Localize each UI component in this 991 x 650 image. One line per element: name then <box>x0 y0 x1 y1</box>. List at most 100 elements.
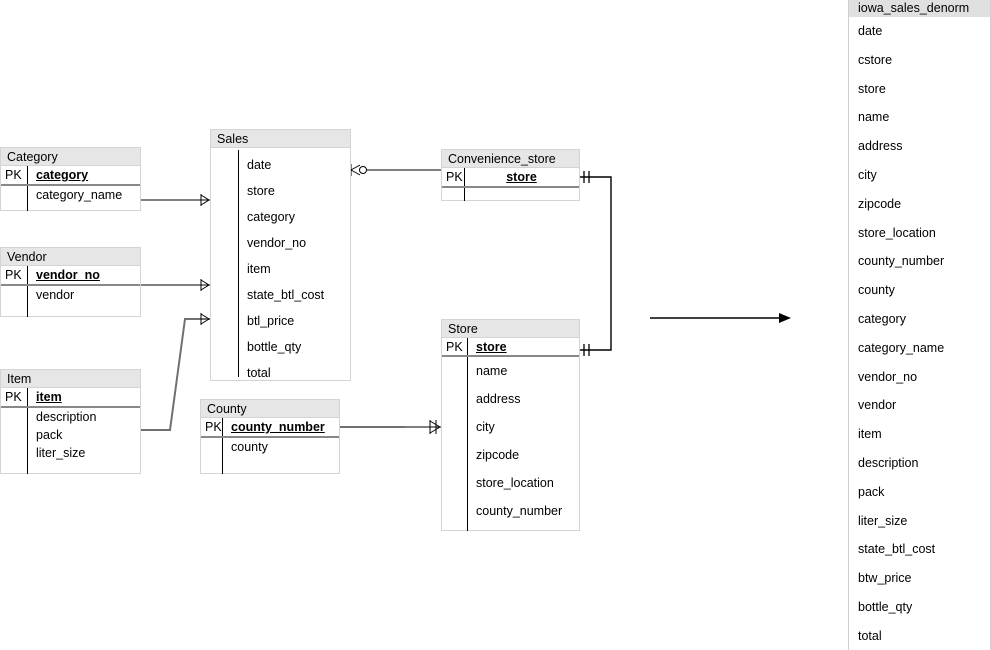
entity-store-attribute-row[interactable]: address <box>442 385 579 413</box>
connector-cstore-store <box>580 176 612 351</box>
denorm-column[interactable]: total <box>858 628 882 643</box>
entity-store-attribute-row[interactable]: name <box>442 357 579 385</box>
denorm-column[interactable]: vendor <box>858 398 897 413</box>
attribute: btl_price <box>247 314 295 328</box>
entity-convenience-store[interactable]: Convenience_store PK store <box>441 149 580 201</box>
entity-store-attribute-row[interactable]: zipcode <box>442 441 579 469</box>
entity-item-attribute-row[interactable]: pack <box>1 426 140 444</box>
attribute: item <box>247 262 271 276</box>
crowfoot-item-sales <box>200 313 210 325</box>
entity-vendor-body: PK vendor_no vendor <box>1 266 140 317</box>
column-divider <box>238 150 239 377</box>
entity-vendor-attribute-row[interactable]: vendor <box>1 286 140 304</box>
entity-county-pk-row[interactable]: PK county_number <box>201 418 339 438</box>
key-label-empty <box>1 186 27 204</box>
denorm-column[interactable]: date <box>858 24 883 38</box>
entity-category-title: Category <box>1 148 140 166</box>
denorm-column[interactable]: state_btl_cost <box>858 542 936 557</box>
denorm-column[interactable]: pack <box>858 484 885 499</box>
entity-store[interactable]: Store PK store name address city zipcode <box>441 319 580 531</box>
denorm-column[interactable]: category_name <box>858 340 945 355</box>
attribute: bottle_qty <box>247 340 302 354</box>
entity-store-attribute-row[interactable]: county_number <box>442 497 579 525</box>
entity-item-pk-row[interactable]: PK item <box>1 388 140 408</box>
denorm-column[interactable]: btw_price <box>858 571 912 586</box>
denorm-table-panel[interactable]: iowa_sales_denorm date cstore store name… <box>848 0 991 650</box>
entity-sales-body: date store category vendor_no item state… <box>211 148 350 381</box>
entity-vendor[interactable]: Vendor PK vendor_no vendor <box>0 247 141 317</box>
entity-county-title: County <box>201 400 339 418</box>
entity-sales-attribute-row[interactable]: vendor_no <box>211 230 350 256</box>
denorm-column[interactable]: store_location <box>858 225 936 240</box>
key-label-empty <box>211 152 238 178</box>
entity-sales-attribute-row[interactable]: date <box>211 152 350 178</box>
pk-attribute: item <box>36 390 62 404</box>
entity-sales-attribute-row[interactable]: state_btl_cost <box>211 282 350 308</box>
entity-sales-attribute-row[interactable]: store <box>211 178 350 204</box>
denorm-column[interactable]: address <box>858 139 903 154</box>
key-label-empty <box>1 286 27 304</box>
denorm-column[interactable]: store <box>858 81 886 96</box>
denorm-column[interactable]: name <box>858 110 890 125</box>
denorm-column[interactable]: description <box>858 455 919 470</box>
denorm-column[interactable]: city <box>858 167 877 182</box>
entity-store-attribute-row[interactable]: store_location <box>442 469 579 497</box>
entity-category[interactable]: Category PK category category_name <box>0 147 141 211</box>
denorm-column[interactable]: liter_size <box>858 513 908 528</box>
denorm-column[interactable]: cstore <box>858 52 893 67</box>
entity-item-title: Item <box>1 370 140 388</box>
key-label-empty <box>211 178 238 204</box>
key-label-empty <box>211 282 238 308</box>
entity-store-pk-row[interactable]: PK store <box>442 338 579 357</box>
crowfoot-vendor-sales <box>200 279 210 291</box>
attribute: liter_size <box>36 446 86 460</box>
entity-convenience-store-title: Convenience_store <box>442 150 579 168</box>
denorm-column[interactable]: zipcode <box>858 196 902 211</box>
entity-sales-attribute-row[interactable]: category <box>211 204 350 230</box>
denorm-column[interactable]: item <box>858 427 882 442</box>
key-label: PK <box>5 168 22 182</box>
column-divider <box>222 418 223 474</box>
entity-sales-attribute-row[interactable]: btl_price <box>211 308 350 334</box>
key-label: PK <box>5 390 22 404</box>
key-label-empty <box>442 385 467 413</box>
key-label-empty <box>211 230 238 256</box>
entity-item-attribute-row[interactable]: liter_size <box>1 444 140 462</box>
pk-attribute: store <box>476 340 507 354</box>
entity-sales-attribute-row[interactable]: item <box>211 256 350 282</box>
entity-store-attribute-row[interactable]: city <box>442 413 579 441</box>
entity-county-attribute-row[interactable]: county <box>201 438 339 456</box>
denorm-column[interactable]: bottle_qty <box>858 599 913 614</box>
entity-category-attribute-row[interactable]: category_name <box>1 186 140 204</box>
denorm-column[interactable]: county <box>858 283 895 298</box>
attribute: store <box>247 184 275 198</box>
denorm-table-title: iowa_sales_denorm <box>849 0 990 17</box>
attribute: date <box>247 158 272 172</box>
key-label-empty <box>201 438 222 456</box>
denorm-column[interactable]: county_number <box>858 254 945 269</box>
denorm-column[interactable]: vendor_no <box>858 369 918 384</box>
attribute: zipcode <box>476 448 520 462</box>
entity-convenience-store-pk-row[interactable]: PK store <box>442 168 579 188</box>
one-marker-store <box>583 344 590 356</box>
pk-attribute: county_number <box>231 420 325 434</box>
denorm-column[interactable]: category <box>858 311 906 326</box>
attribute: category <box>247 210 295 224</box>
entity-category-pk-row[interactable]: PK category <box>1 166 140 186</box>
crowfoot-sales-cstore <box>350 164 361 176</box>
key-label-empty <box>211 204 238 230</box>
attribute: county_number <box>476 504 563 518</box>
entity-sales[interactable]: Sales date store category vendor_no item <box>210 129 351 381</box>
entity-item[interactable]: Item PK item description pack liter_size <box>0 369 141 474</box>
entity-sales-attribute-row[interactable]: bottle_qty <box>211 334 350 360</box>
entity-county[interactable]: County PK county_number county <box>200 399 340 474</box>
entity-vendor-pk-row[interactable]: PK vendor_no <box>1 266 140 286</box>
entity-sales-attribute-row[interactable]: total <box>211 360 350 386</box>
attribute: name <box>476 364 508 378</box>
pk-attribute: category <box>36 168 89 182</box>
entity-item-attribute-row[interactable]: description <box>1 408 140 426</box>
entity-convenience-store-body: PK store <box>442 168 579 201</box>
key-label-empty <box>211 334 238 360</box>
pk-attribute: vendor_no <box>36 268 100 282</box>
